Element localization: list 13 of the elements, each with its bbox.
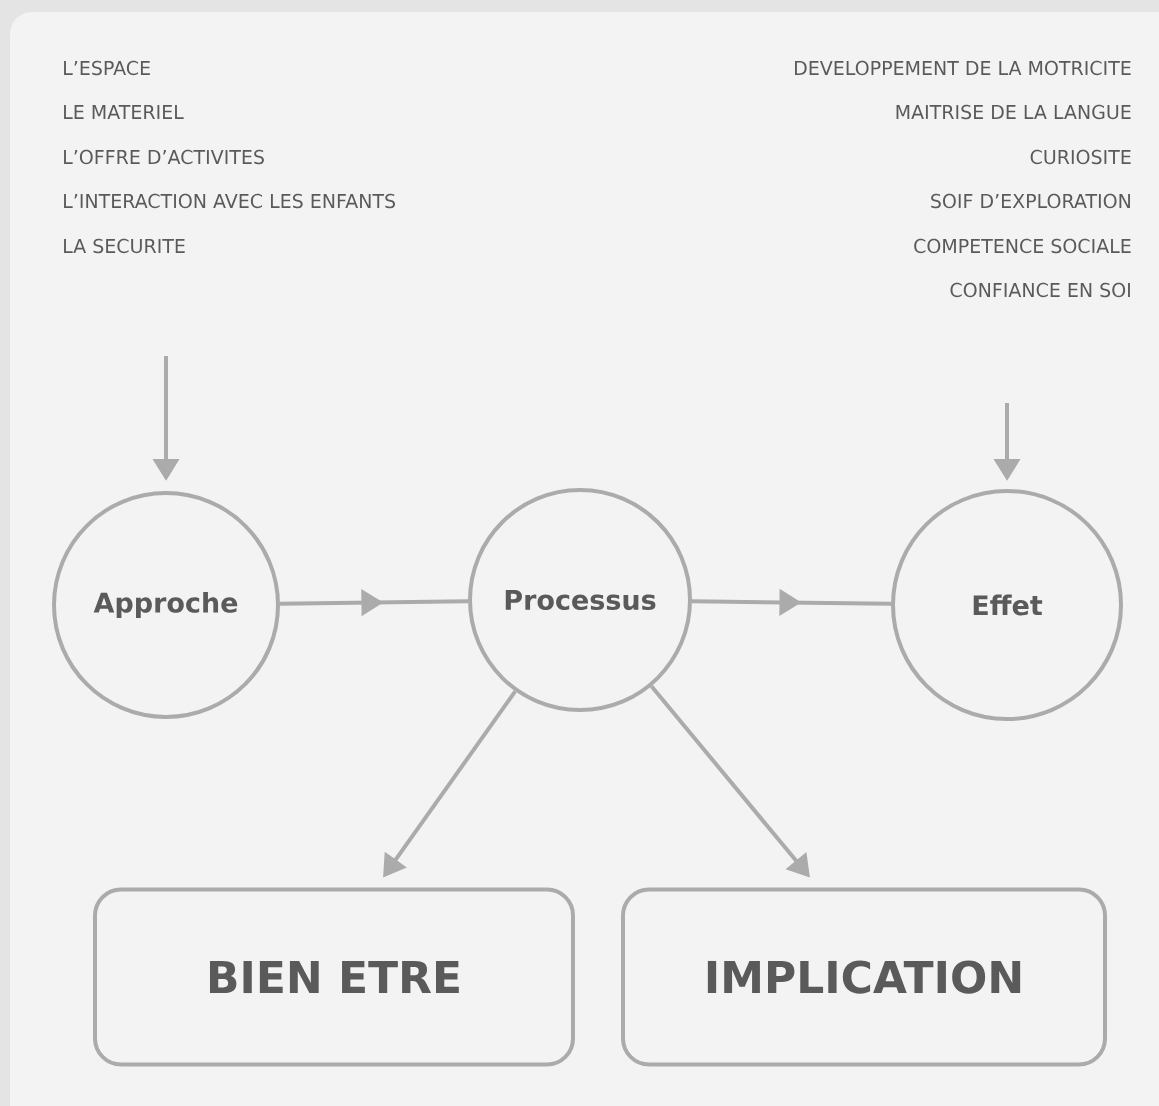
outcome-box: BIEN ETRE xyxy=(93,887,575,1067)
list-item: DEVELOPPEMENT DE LA MOTRICITE xyxy=(795,60,1131,76)
list-item: SOIF D’EXPLORATION xyxy=(931,193,1130,209)
list-item: LE MATERIEL xyxy=(64,105,184,119)
outcome-box: IMPLICATION xyxy=(621,887,1107,1067)
list-item: MAITRISE DE LA LANGUE xyxy=(896,104,1131,120)
list-item: LA SECURITE xyxy=(64,238,185,254)
list-item: L’ESPACE xyxy=(64,60,150,76)
list-item: CONFIANCE EN SOI xyxy=(950,282,1130,298)
list-item: CURIOSITE xyxy=(1030,149,1131,165)
list-item: L’OFFRE D’ACTIVITES xyxy=(64,149,264,165)
list-item: COMPETENCE SOCIALE xyxy=(914,238,1131,254)
list-item: L’INTERACTION AVEC LES ENFANTS xyxy=(64,193,396,209)
